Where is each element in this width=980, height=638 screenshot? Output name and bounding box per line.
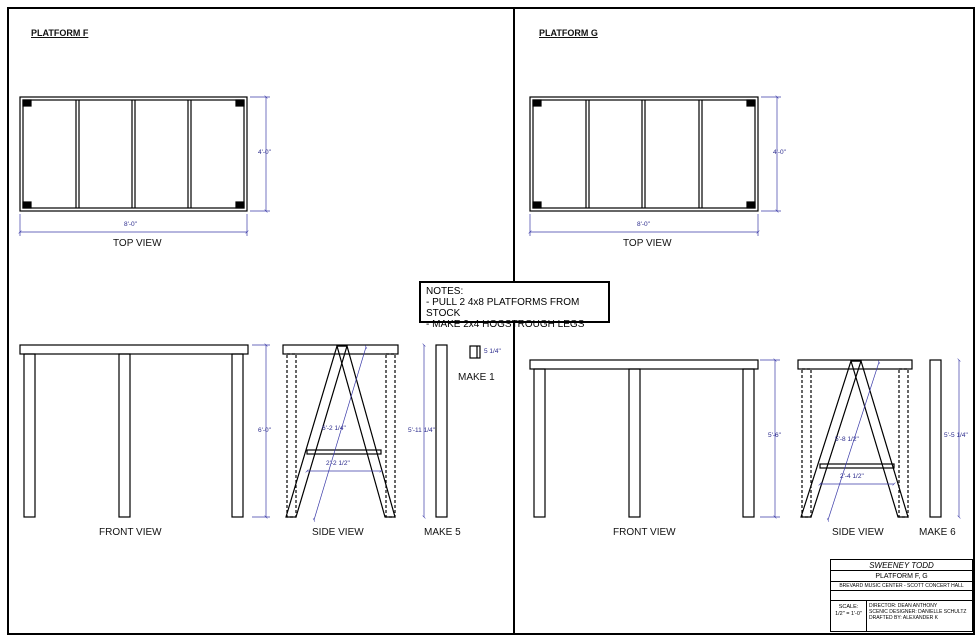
platform-f-block-count: MAKE 1 bbox=[458, 372, 495, 383]
platform-f-block bbox=[469, 345, 481, 359]
notes-item: - MAKE 2x4 HOGSTROUGH LEGS bbox=[426, 319, 585, 330]
platform-g-leg-length-dim: 5'-5 1/4" bbox=[944, 432, 968, 439]
platform-g-side-leg-dim: 5'-8 1/2" bbox=[835, 436, 859, 443]
platform-g-top-dimensions bbox=[528, 95, 781, 236]
platform-g-leg bbox=[929, 359, 942, 518]
title-block-spacer bbox=[831, 591, 972, 601]
platform-g-top-width-dim: 8'-0" bbox=[637, 221, 650, 228]
platform-f-side-view-label: SIDE VIEW bbox=[312, 527, 364, 538]
platform-f-leg bbox=[435, 344, 448, 518]
scale-value: 1/2" = 1'-0" bbox=[835, 611, 862, 617]
platform-f-top-view bbox=[19, 96, 248, 212]
notes-item: - PULL 2 4x8 PLATFORMS FROM STOCK bbox=[426, 297, 580, 319]
platform-f-title: PLATFORM F bbox=[31, 28, 89, 38]
production-title: SWEENEY TODD bbox=[831, 560, 972, 571]
platform-g-side-dimensions bbox=[818, 360, 896, 522]
notes-box: NOTES: - PULL 2 4x8 PLATFORMS FROM STOCK… bbox=[419, 281, 610, 330]
platform-f-top-width-dim: 8'-0" bbox=[124, 221, 137, 228]
drawing-title: PLATFORM F, G bbox=[831, 571, 972, 582]
platform-f-front-view bbox=[19, 344, 249, 518]
platform-f-side-leg-dim: 6'-2 1/4" bbox=[322, 425, 346, 432]
platform-g-front-view bbox=[529, 359, 759, 518]
venue: BREVARD MUSIC CENTER - SCOTT CONCERT HAL… bbox=[831, 582, 972, 591]
platform-g-top-view bbox=[529, 96, 759, 212]
sheet-border bbox=[7, 7, 975, 635]
platform-f-side-brace-dim: 2'-2 1/2" bbox=[326, 460, 350, 467]
platform-g-side-view-label: SIDE VIEW bbox=[832, 527, 884, 538]
credits: DIRECTOR: DEAN ANTHONY SCENIC DESIGNER: … bbox=[869, 603, 966, 621]
drafter: DRAFTED BY: ALEXANDER K bbox=[869, 615, 938, 621]
director: DIRECTOR: DEAN ANTHONY bbox=[869, 603, 938, 609]
platform-f-leg-length-dim: 5'-11 1/4" bbox=[408, 427, 435, 434]
title-block: SWEENEY TODD PLATFORM F, G BREVARD MUSIC… bbox=[830, 559, 973, 632]
platform-g-top-depth-dim: 4'-0" bbox=[773, 149, 786, 156]
platform-g-front-height-dim: 5'-6" bbox=[768, 432, 781, 439]
designer: SCENIC DESIGNER: DANIELLE SCHULTZ bbox=[869, 609, 967, 615]
platform-g-front-view-label: FRONT VIEW bbox=[613, 527, 676, 538]
platform-f-side-dimensions bbox=[305, 345, 383, 522]
platform-f-legs-count: MAKE 5 bbox=[424, 527, 461, 538]
platform-g-legs-count: MAKE 6 bbox=[919, 527, 956, 538]
platform-f-top-view-label: TOP VIEW bbox=[113, 238, 162, 249]
platform-f-top-dimensions bbox=[18, 95, 270, 236]
platform-f-top-depth-dim: 4'-0" bbox=[258, 149, 271, 156]
platform-g-front-dimensions bbox=[760, 358, 780, 519]
platform-f-front-view-label: FRONT VIEW bbox=[99, 527, 162, 538]
platform-g-title: PLATFORM G bbox=[539, 28, 598, 38]
platform-f-front-height-dim: 6'-0" bbox=[258, 427, 271, 434]
platform-g-side-brace-dim: 2'-4 1/2" bbox=[840, 473, 864, 480]
scale-label: SCALE: bbox=[838, 604, 859, 610]
platform-g-top-view-label: TOP VIEW bbox=[623, 238, 672, 249]
scale-cell: SCALE: 1/2" = 1'-0" bbox=[831, 601, 867, 631]
platform-f-block-dim: 5 1/4" bbox=[484, 348, 501, 355]
platform-f-front-dimensions bbox=[252, 343, 270, 519]
notes-heading: NOTES: bbox=[426, 286, 464, 297]
